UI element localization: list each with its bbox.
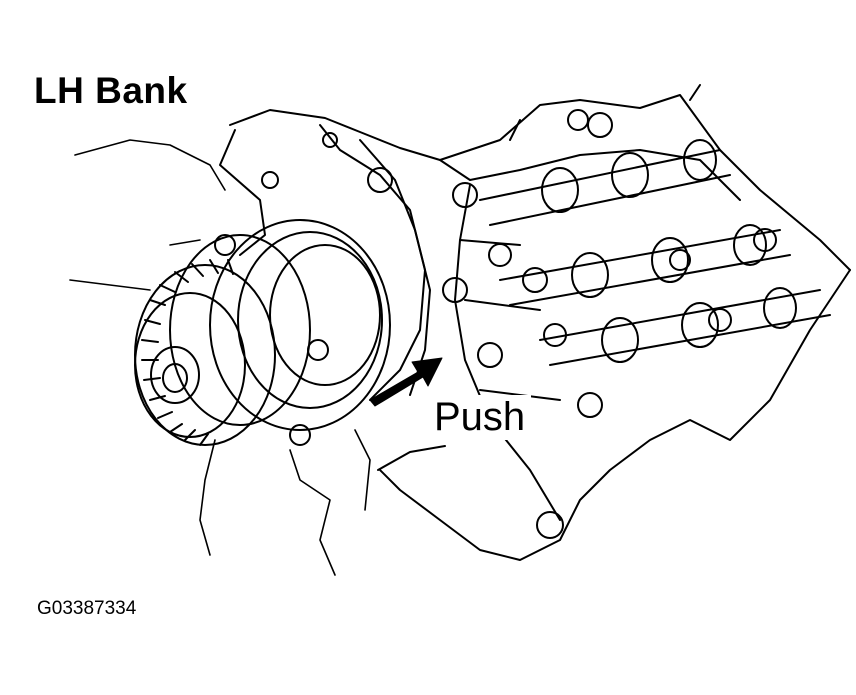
hoses bbox=[69, 139, 371, 576]
figure-code: G03387334 bbox=[37, 598, 137, 619]
cylinder-head bbox=[229, 84, 851, 561]
head-bolts bbox=[367, 109, 777, 539]
push-arrow-icon bbox=[369, 357, 443, 407]
push-label: Push bbox=[428, 395, 532, 440]
timing-cover bbox=[219, 124, 431, 401]
timing-pulley-assembly bbox=[134, 219, 391, 446]
label-leader bbox=[377, 445, 446, 471]
diagram-title: LH Bank bbox=[34, 70, 188, 111]
camshafts bbox=[479, 139, 831, 366]
